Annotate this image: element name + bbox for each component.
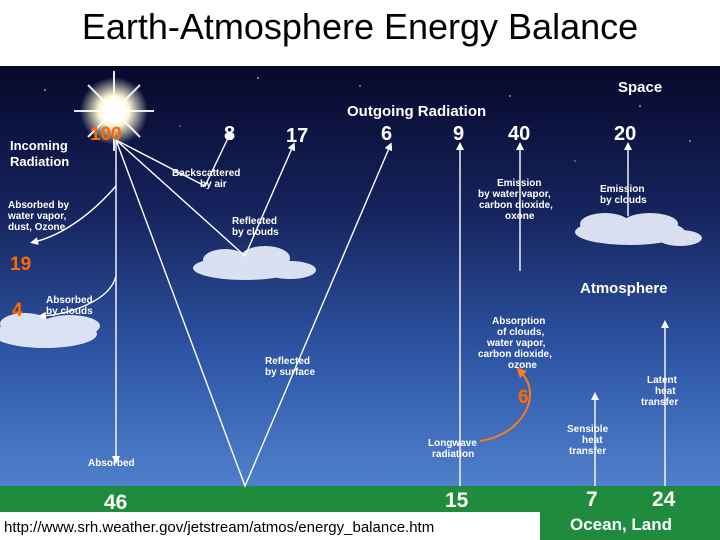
emission-gases-label: Emission by water vapor, carbon dioxide,… xyxy=(478,178,553,222)
absorbed-clouds-label: Absorbed by clouds xyxy=(46,295,93,317)
emission-gases-line: oxone xyxy=(505,211,535,222)
absorption-value: 6 xyxy=(518,387,529,408)
reflected-surface-line: by surface xyxy=(265,367,315,378)
sensible-line: transfer xyxy=(569,446,606,457)
surface-label: Ocean, Land xyxy=(570,515,672,534)
cloud-icon xyxy=(0,313,100,348)
reflected-clouds-line: by clouds xyxy=(232,227,279,238)
longwave-line: radiation xyxy=(432,449,474,460)
outgoing-reflected-surface-value: 6 xyxy=(381,123,392,145)
source-strip xyxy=(0,512,540,540)
absorption-atm-line: carbon dioxide, xyxy=(478,349,552,360)
outgoing-longwave-value: 9 xyxy=(453,123,464,145)
surface-longwave-value: 15 xyxy=(445,489,469,512)
absorbed-vapor-label: Absorbed by water vapor, dust, Ozone xyxy=(7,200,70,233)
absorbed-vapor-value: 19 xyxy=(10,254,31,275)
latent-line: Latent xyxy=(647,375,678,386)
sensible-line: heat xyxy=(582,435,603,446)
cloud-icon xyxy=(575,213,702,246)
longwave-label: Longwave radiation xyxy=(428,438,477,460)
sensible-label: Sensible heat transfer xyxy=(567,424,609,457)
absorption-arrow xyxy=(479,367,531,442)
reflected-clouds-label: Reflected by clouds xyxy=(232,216,279,238)
latent-line: transfer xyxy=(641,397,678,408)
absorption-atm-line: water vapor, xyxy=(486,338,546,349)
absorbed-vapor-line: water vapor, xyxy=(7,211,67,222)
absorbed-vapor-line: dust, Ozone xyxy=(8,222,66,233)
source-url[interactable]: http://www.srh.weather.gov/jetstream/atm… xyxy=(4,519,434,536)
slide-title: Earth-Atmosphere Energy Balance xyxy=(0,0,720,66)
sun-icon xyxy=(74,71,154,151)
emission-clouds-label: Emission by clouds xyxy=(600,184,647,206)
surface-latent-value: 24 xyxy=(652,488,676,511)
absorption-atm-line: Absorption xyxy=(492,316,545,327)
energy-balance-diagram: Space Outgoing Radiation Atmosphere Ocea… xyxy=(0,66,720,540)
reflected-clouds-line: Reflected xyxy=(232,216,277,227)
emission-clouds-line: Emission xyxy=(600,184,644,195)
absorbed-clouds-line: by clouds xyxy=(46,306,93,317)
surface-absorbed-value: 46 xyxy=(104,491,127,514)
reflected-surface-line: Reflected xyxy=(265,356,310,367)
absorption-atm-label: Absorption of clouds, water vapor, carbo… xyxy=(478,316,552,371)
outgoing-backscattered-value: 8 xyxy=(224,123,235,145)
incoming-label-line1: Incoming xyxy=(10,138,68,153)
outgoing-reflected-clouds-value: 17 xyxy=(286,125,308,147)
longwave-line: Longwave xyxy=(428,438,477,449)
slide-title-text: Earth-Atmosphere Energy Balance xyxy=(81,6,639,47)
absorbed-clouds-line: Absorbed xyxy=(46,295,93,306)
backscattered-label: Backscattered by air xyxy=(172,168,240,190)
sensible-line: Sensible xyxy=(567,424,609,435)
outgoing-radiation-label: Outgoing Radiation xyxy=(347,103,486,120)
absorbed-surface-label: Absorbed xyxy=(88,458,135,469)
reflected-surface-label: Reflected by surface xyxy=(265,356,315,378)
outgoing-emission-clouds-value: 20 xyxy=(614,123,636,145)
absorption-atm-line: of clouds, xyxy=(497,327,544,338)
surface-sensible-value: 7 xyxy=(586,488,598,511)
emission-gases-line: by water vapor, xyxy=(478,189,551,200)
atmosphere-label: Atmosphere xyxy=(580,280,668,297)
emission-gases-line: Emission xyxy=(497,178,541,189)
latent-label: Latent heat transfer xyxy=(641,375,678,408)
flow-lines xyxy=(30,130,669,488)
absorbed-clouds-value: 4 xyxy=(12,300,23,321)
absorbed-vapor-line: Absorbed by xyxy=(8,200,70,211)
incoming-value: 100 xyxy=(90,124,122,145)
backscattered-line: Backscattered xyxy=(172,168,240,179)
backscattered-line: by air xyxy=(200,179,227,190)
emission-gases-line: carbon dioxide, xyxy=(479,200,553,211)
emission-clouds-line: by clouds xyxy=(600,195,647,206)
incoming-label-line2: Radiation xyxy=(10,154,69,169)
outgoing-emission-gases-value: 40 xyxy=(508,123,530,145)
latent-line: heat xyxy=(655,386,676,397)
space-label: Space xyxy=(618,79,662,96)
absorption-atm-line: ozone xyxy=(508,360,537,371)
cloud-icon xyxy=(193,246,316,280)
